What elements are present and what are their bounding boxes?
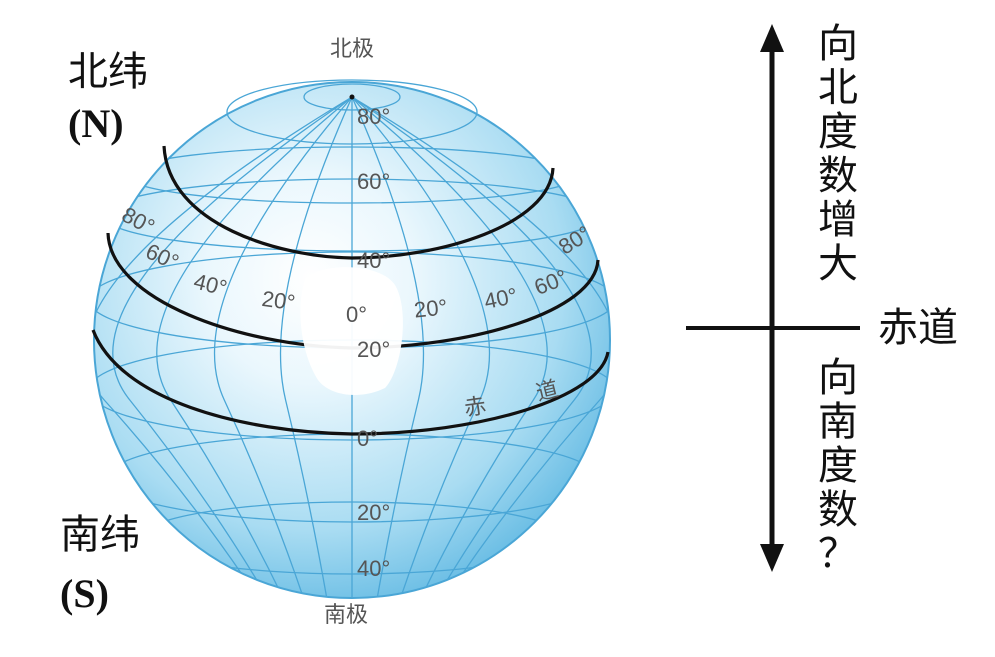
north-pole-label: 北极 — [330, 37, 374, 62]
meridian-line — [112, 96, 353, 598]
south-latitude-label: 南纬 — [60, 512, 140, 558]
south-text-char-1: 向 — [818, 355, 858, 401]
lon-label-center-0: 0° — [346, 302, 367, 327]
lon-label-right-20: 20° — [413, 294, 449, 322]
lat-label-40: 40° — [357, 248, 390, 273]
south-text-char-2: 南 — [818, 399, 858, 445]
polar-cap-80 — [303, 83, 401, 111]
polar-cap-70 — [226, 79, 478, 145]
lat-label-0: 0° — [357, 426, 378, 451]
arrow-up-head — [760, 24, 784, 52]
lat-label-south-20: 20° — [357, 500, 390, 525]
north-pole-dot — [349, 94, 355, 100]
lat-label-south-40: 40° — [357, 556, 390, 581]
lat-label-60: 60° — [357, 169, 390, 194]
lat-label-20: 20° — [357, 337, 390, 362]
south-text-char-4: 数 — [818, 487, 858, 533]
south-text-char-5: ？ — [818, 531, 858, 577]
north-direction-text: 向 北 度 数 增 大 — [814, 22, 862, 286]
equator-bold-line — [91, 329, 610, 436]
north-text-char-4: 数 — [818, 153, 858, 199]
south-direction-text: 向 南 度 数 ？ — [814, 356, 862, 576]
south-text-char-3: 度 — [818, 443, 858, 489]
north-text-char-3: 度 — [818, 109, 858, 155]
north-text-char-1: 向 — [818, 21, 858, 67]
meridian-line — [351, 96, 548, 598]
south-pole-label: 南极 — [324, 603, 368, 628]
meridian-line — [351, 96, 425, 598]
equator-text: 赤道 — [878, 305, 958, 351]
north-text-char-2: 北 — [818, 65, 858, 111]
meridian-line — [279, 96, 353, 598]
equator-label-char-1: 赤 — [463, 394, 488, 422]
meridian-line — [156, 96, 353, 598]
lon-label-left-20: 20° — [260, 286, 296, 315]
globe: 北极 南极 80° 60° 40° 20° 0° 20° 40° 80° 60°… — [91, 37, 611, 628]
south-latitude-code: (S) — [60, 571, 109, 616]
lat-label-80: 80° — [357, 104, 390, 129]
globe-highlight — [300, 267, 403, 395]
north-latitude-code: (N) — [68, 101, 124, 146]
north-text-char-5: 增 — [818, 197, 858, 243]
north-text-char-6: 大 — [818, 241, 858, 287]
latitude-40-bold-line — [162, 145, 555, 260]
north-latitude-label: 北纬 — [68, 49, 148, 95]
arrow-down-head — [760, 544, 784, 572]
direction-diagram — [686, 24, 860, 572]
